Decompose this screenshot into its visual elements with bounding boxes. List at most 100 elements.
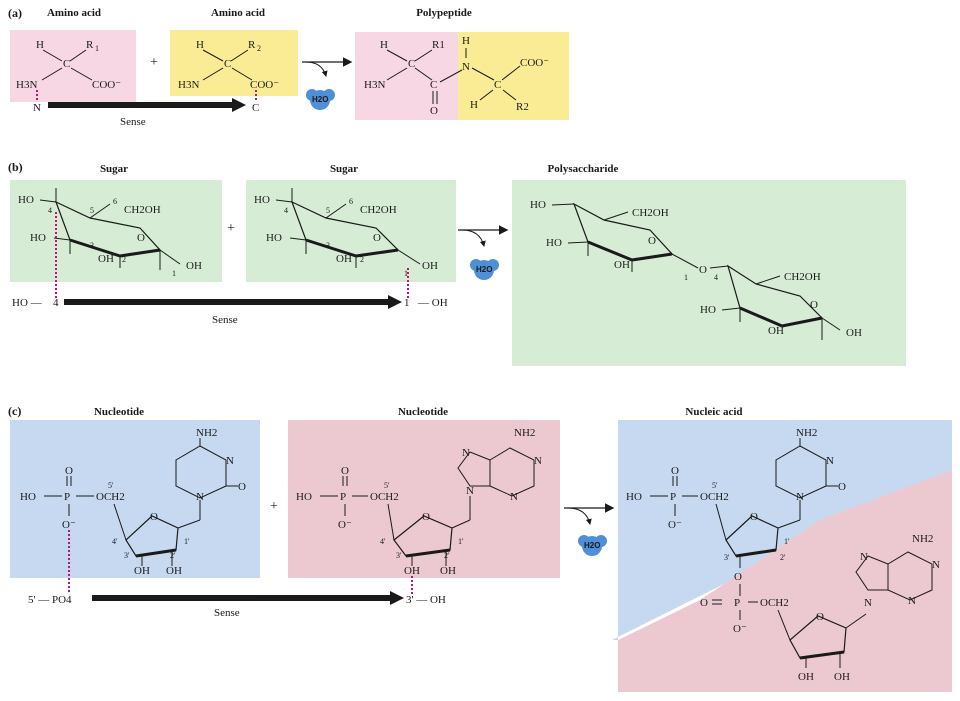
svg-text:OH: OH [846,327,862,339]
svg-text:N: N [908,595,916,607]
amino-acid-2-box [170,30,298,96]
svg-text:1': 1' [184,537,190,546]
svg-text:P: P [64,491,70,503]
svg-text:O: O [699,264,707,276]
svg-text:C: C [430,79,437,91]
svg-text:C: C [494,79,501,91]
svg-text:OH: OH [614,259,630,271]
panel-c-monomer2-title: Nucleotide [397,406,449,418]
svg-text:P: P [670,491,676,503]
svg-text:HO: HO [626,491,642,503]
svg-text:1: 1 [684,273,688,282]
panel-a-sense-arrowhead [232,98,246,112]
panel-b-sense-left-num: 4 [53,297,59,309]
svg-text:4: 4 [714,273,718,282]
svg-text:N: N [466,485,474,497]
svg-text:C: C [63,58,70,70]
svg-text:4': 4' [380,537,386,546]
svg-text:N: N [33,102,41,114]
svg-text:H: H [380,39,388,51]
panel-c-product-title: Nucleic acid [685,406,743,418]
amino-acid-1: H R 1 C H3N COO⁻ N [16,39,121,114]
panel-b-monomer2-title: Sugar [329,163,359,175]
svg-text:5': 5' [712,481,718,490]
panel-c-water-curve [567,507,592,525]
svg-text:HO: HO [296,491,312,503]
svg-text:O: O [816,611,824,623]
panel-a-sense-label: Sense [120,116,146,128]
svg-text:1': 1' [458,537,464,546]
svg-text:OH: OH [834,671,850,683]
svg-text:O: O [137,232,145,244]
svg-text:OH: OH [798,671,814,683]
panel-a-plus: + [150,55,158,70]
nucleic-acid-bg-blue [612,420,952,640]
svg-text:H3N: H3N [16,79,37,91]
panel-c-sense-right: 3' — OH [406,594,446,606]
panel-b-sense-arrowhead [388,295,402,309]
svg-text:NH2: NH2 [196,427,217,439]
svg-text:OCH2: OCH2 [96,491,125,503]
svg-text:C: C [408,58,415,70]
svg-text:O⁻: O⁻ [668,519,682,531]
svg-text:HO: HO [20,491,36,503]
svg-text:R2: R2 [516,101,529,113]
svg-text:1: 1 [95,44,99,53]
svg-text:O: O [341,465,349,477]
svg-text:COO⁻: COO⁻ [92,79,121,91]
svg-text:5: 5 [90,206,94,215]
nucleotide-2: NH2 N N N N HO P O OCH2 5' O⁻ O 4' 3' 2'… [296,427,542,577]
svg-text:H2O: H2O [312,95,328,104]
svg-text:OH: OH [166,565,182,577]
svg-text:4: 4 [48,206,52,215]
svg-text:OH: OH [422,260,438,272]
svg-text:OCH2: OCH2 [760,597,789,609]
panel-c-sense-label: Sense [214,607,240,619]
svg-text:N: N [860,551,868,563]
polypeptide-box-right [458,32,569,120]
panel-c-monomer1-title: Nucleotide [93,406,145,418]
svg-text:P: P [734,597,740,609]
svg-text:H: H [36,39,44,51]
amino-acid-2: H R 2 C H3N COO⁻ C [178,39,279,114]
svg-text:5: 5 [326,206,330,215]
svg-text:CH2OH: CH2OH [784,271,821,283]
svg-text:H3N: H3N [364,79,385,91]
svg-text:P: P [340,491,346,503]
svg-text:3: 3 [90,241,94,250]
svg-text:N: N [226,455,234,467]
svg-text:OCH2: OCH2 [370,491,399,503]
svg-text:O⁻: O⁻ [733,623,747,635]
svg-text:O: O [838,481,846,493]
panel-b-sense-right-num: 1 [404,297,410,309]
polypeptide-box-left [355,32,458,120]
panel-a-water-curve [305,61,328,77]
svg-text:H: H [462,35,470,47]
svg-text:N: N [796,491,804,503]
panel-b-water-icon: H2O [470,259,499,280]
svg-text:HO: HO [18,194,34,206]
nucleotide-2-box [288,420,560,578]
svg-text:O: O [810,299,818,311]
svg-text:1: 1 [172,269,176,278]
svg-text:N: N [826,455,834,467]
svg-text:HO: HO [700,304,716,316]
svg-text:O: O [750,511,758,523]
svg-text:2: 2 [122,255,126,264]
svg-text:2: 2 [360,255,364,264]
panel-a-label: (a) [8,6,22,20]
svg-text:H2O: H2O [476,265,492,274]
svg-text:OCH2: OCH2 [700,491,729,503]
svg-text:O: O [430,105,438,117]
panel-c-sense-left: 5' — PO4 [28,594,72,606]
panel-a-monomer2-title: Amino acid [210,7,266,19]
svg-text:5': 5' [108,481,114,490]
svg-text:HO: HO [30,232,46,244]
sugar-1: HO 4 5 6 CH2OH O HO 3 OH 2 1 OH [18,188,202,278]
panel-c-sense-arrowhead [390,591,404,605]
svg-text:6: 6 [349,197,353,206]
svg-text:HO: HO [254,194,270,206]
svg-text:O⁻: O⁻ [62,519,76,531]
svg-text:3': 3' [724,553,730,562]
svg-text:H2O: H2O [584,541,600,550]
